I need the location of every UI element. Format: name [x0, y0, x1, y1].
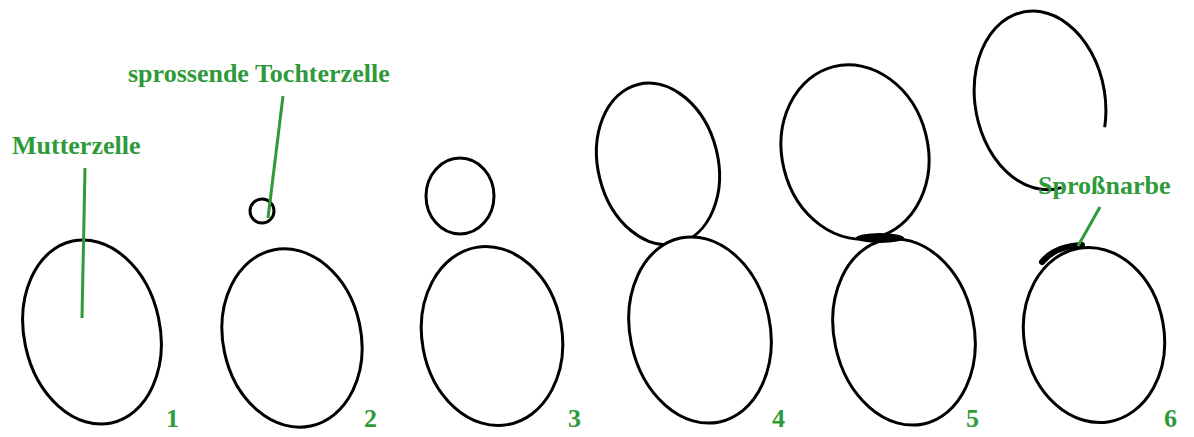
callout-number: 5 [966, 405, 979, 434]
callout-number: 1 [166, 405, 179, 434]
mother-cell [206, 236, 378, 437]
daughter-cell [960, 0, 1119, 200]
daughter-cell [763, 49, 947, 255]
bud-neck [856, 233, 904, 243]
callout-number: 4 [772, 405, 785, 434]
callout-number: 2 [364, 405, 377, 434]
part-label: Mutterzelle [12, 132, 140, 161]
leader-line [268, 96, 283, 218]
mother-cell [6, 227, 178, 437]
leader-line [82, 168, 85, 318]
part-label: Sproßnarbe [1038, 172, 1170, 201]
callout-number: 6 [1164, 405, 1177, 434]
bud-scar [1042, 245, 1082, 262]
bud-cell [426, 158, 494, 234]
daughter-cell [580, 70, 736, 258]
callout-number: 3 [568, 405, 581, 434]
mother-cell [1010, 236, 1178, 434]
part-label: sprossende Tochterzelle [128, 60, 390, 89]
mother-cell [407, 235, 576, 437]
leader-line [1078, 207, 1100, 246]
mother-cell [816, 226, 992, 437]
mother-cell [612, 224, 788, 437]
